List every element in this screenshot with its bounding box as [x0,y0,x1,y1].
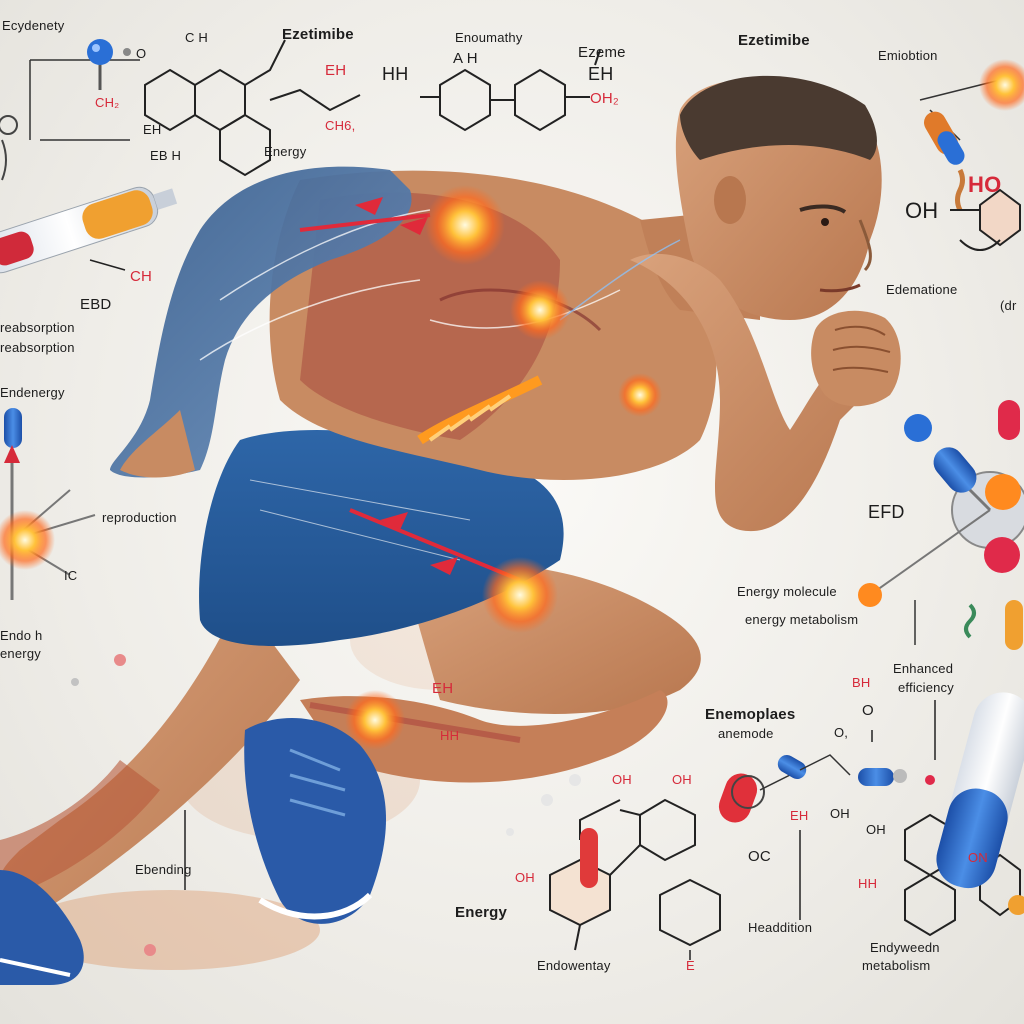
label-eh-top: EH [325,62,347,79]
label-energy-tl: Energy [264,144,307,159]
label-oh-mid2: OH [672,772,692,787]
label-ecydenety: Ecydenety [2,18,65,33]
label-bh: BH [852,675,871,690]
label-energy-bl: Energy [455,904,508,921]
label-oh-mid4: OH [866,822,886,837]
label-o-h-top: C H [185,30,208,45]
molecule-icon [919,59,1024,212]
label-enemoplaes: Enemoplaes [705,706,796,723]
label-enhanced: Enhanced [893,661,954,676]
label-dr: (dr [1000,298,1017,313]
molecule-icon [858,400,1024,650]
label-energy-molecule: Energy molecule [737,584,837,599]
label-oh-mid3: OH [830,806,850,821]
label-ic: IC [64,568,78,583]
chemical-structure-4 [549,798,721,951]
label-o-mid: O [862,702,874,719]
energy-burst-icon [345,185,662,750]
label-ezetimibe-2: Ezetimibe [738,32,810,49]
label-ebd: EBD [80,296,112,313]
label-metabolism-bottom: metabolism [862,958,931,973]
label-eh-mid: EH [790,808,809,823]
label-eh-top2: EH [588,64,614,84]
label-reproduction: reproduction [102,510,177,525]
label-leg-hh: HH [440,728,460,743]
chemical-structure-2 [420,49,601,132]
label-oh-right: OH [905,198,939,223]
label-enoumathy: Enoumathy [455,30,523,45]
label-efficiency: efficiency [898,680,954,695]
label-ch-o: O [136,46,147,61]
label-oc: OC [748,848,771,865]
label-ebending: Ebending [135,862,192,877]
runner-figure [0,75,901,985]
label-hh: HH [382,64,409,84]
label-endownnthy: Endowentay [537,958,611,973]
label-anemode: anemode [718,726,774,741]
label-ch-left: CH [130,268,153,285]
chemical-structure-3 [950,188,1021,251]
arrow-icon [89,259,126,271]
syringe-icon [0,186,178,274]
capsule-icon [580,754,907,888]
label-oh-mid1: OH [612,772,632,787]
energy-molecule-left [0,408,156,956]
label-ch2: CH₂ [95,95,120,110]
label-on: ON [968,850,988,865]
label-edematione: Edematione [886,282,958,297]
label-o-small: O, [834,725,849,740]
label-absorption-2: reabsorption [0,340,75,355]
label-endo-h: Endo h [0,628,43,643]
label-eh-left: EH [143,122,162,137]
label-ho-right: HO [968,172,1002,197]
label-energy-low: energy [0,646,41,661]
label-ch6: CH6, [325,118,356,133]
flask-icon [0,115,18,181]
label-oh-mid5: OH [515,870,535,885]
arrow-icon [184,700,936,960]
label-headdition: Headdition [748,920,813,935]
label-energy-metabolism: energy metabolism [745,612,859,627]
label-e-small: E [686,958,695,973]
label-ezetimibe-1: Ezetimibe [282,26,354,43]
label-endywedn: Endyweedn [870,940,940,955]
label-absorption-1: reabsorption [0,320,75,335]
label-a-h: A H [453,50,478,67]
chemical-structure-1 [144,39,361,177]
label-emiobtion: Emiobtion [878,48,938,63]
label-ezeme: Ezeme [578,44,626,61]
label-hh-mid: HH [858,876,878,891]
molecule-icon [29,39,140,141]
label-efd: EFD [868,502,905,522]
label-leg-eh: EH [432,680,454,697]
capsule-icon [936,692,1024,915]
label-endenergy: Endenergy [0,385,65,400]
label-oh2: OH₂ [590,90,619,107]
label-eb-h: EB H [150,148,182,163]
